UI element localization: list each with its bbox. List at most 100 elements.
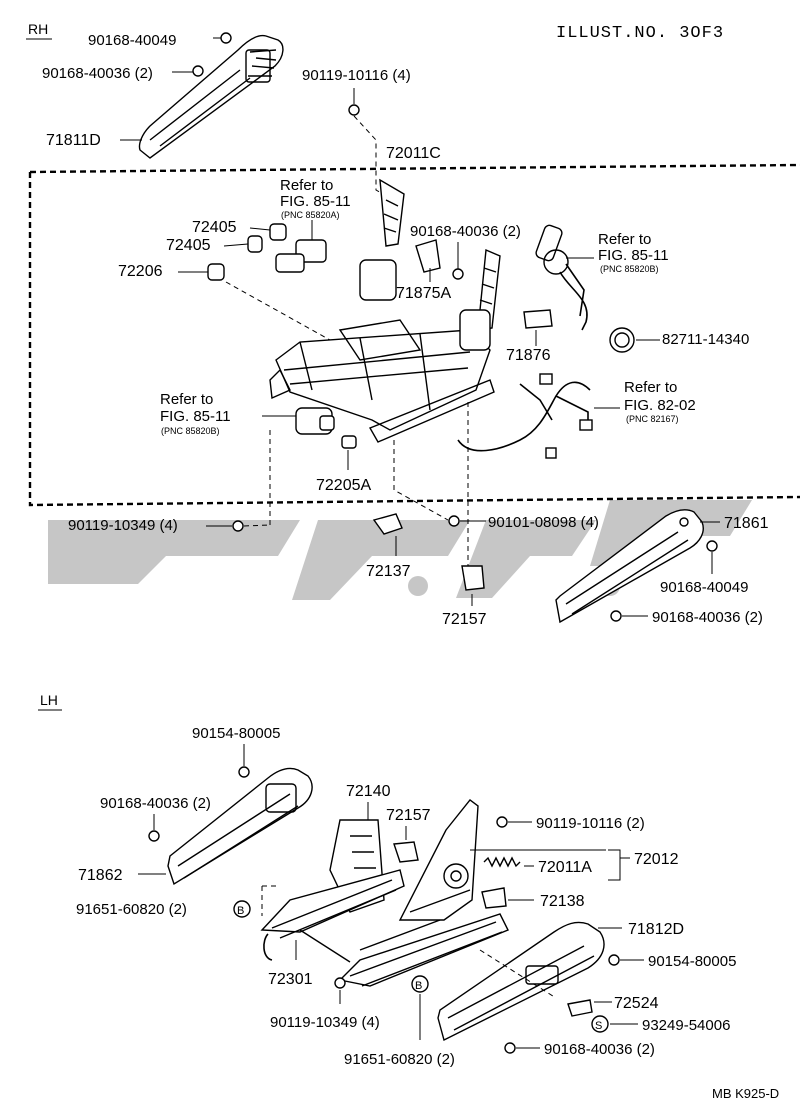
label-72012: 72012 xyxy=(634,851,679,868)
section-label-lh: LH xyxy=(40,692,58,708)
bolt-90154-80005-top xyxy=(238,766,250,778)
badge-b-a xyxy=(233,900,251,918)
label-72137: 72137 xyxy=(366,563,411,580)
bolt-90168-40036-r xyxy=(610,610,622,622)
connector-harness-a xyxy=(539,373,553,385)
bolt-90154-80005-r xyxy=(608,954,620,966)
connector-harness-c xyxy=(545,447,557,459)
label-72011c: 72011C xyxy=(386,145,441,162)
cover-72138 xyxy=(481,887,507,909)
refer-pnc-4: (PNC 85820B) xyxy=(161,426,220,436)
label-90168-40049-top: 90168-40049 xyxy=(88,32,176,49)
label-90154-80005-top: 90154-80005 xyxy=(192,725,280,742)
motor-85820a xyxy=(275,239,327,273)
refer-fig-2b: FIG. 85-11 xyxy=(598,247,669,264)
refer-pnc-3: (PNC 82167) xyxy=(626,414,679,424)
clamp-82711-14340 xyxy=(609,327,635,353)
label-72405-b: 72405 xyxy=(166,237,211,254)
refer-fig-4: FIG. 85-11 xyxy=(160,408,231,425)
seat-cover-71812d xyxy=(437,921,605,1042)
label-72301: 72301 xyxy=(268,971,313,988)
watermark-logo xyxy=(48,500,752,600)
label-72206: 72206 xyxy=(118,263,163,280)
label-90168-40049-r: 90168-40049 xyxy=(660,579,748,596)
cable-72301 xyxy=(263,933,273,961)
bolt-90119-10349-lh xyxy=(334,977,346,989)
dash-90119-10349 xyxy=(243,524,271,527)
motor-85820b-lower xyxy=(295,407,335,435)
bolt-90168-40036-lh-b xyxy=(504,1042,516,1054)
label-90168-40036-r: 90168-40036 (2) xyxy=(652,609,763,626)
cover-72157-rh xyxy=(461,565,485,591)
bolt-90119-10349 xyxy=(232,520,244,532)
label-72205a: 72205A xyxy=(316,477,371,494)
dash-90119-10116 xyxy=(353,115,403,206)
refer-pnc-2: (PNC 85820B) xyxy=(600,264,659,274)
label-71876: 71876 xyxy=(506,347,551,364)
badge-s xyxy=(591,1015,609,1033)
bolt-90119-10116 xyxy=(348,88,360,116)
label-82711-14340: 82711-14340 xyxy=(662,331,749,348)
label-72157-lh: 72157 xyxy=(386,807,431,824)
knob-72206 xyxy=(207,263,225,281)
dash-72206 xyxy=(225,281,331,341)
harness-lower xyxy=(457,381,591,452)
bolt-90168-40049-top xyxy=(213,32,232,44)
illust-number: ILLUST.NO. 3OF3 xyxy=(556,24,724,43)
bolt-90168-40036-top xyxy=(172,65,204,77)
bolt-90119-10116-lh xyxy=(496,816,508,828)
knob-72405-b xyxy=(247,235,263,253)
label-72405-a: 72405 xyxy=(192,219,237,236)
label-71811d: 71811D xyxy=(46,132,101,149)
label-93249-54006: 93249-54006 xyxy=(642,1017,730,1034)
bolt-90101-08098 xyxy=(448,515,460,527)
dash-center-bolt xyxy=(393,440,449,521)
part-72205a xyxy=(341,435,357,449)
label-90101-08098: 90101-08098 (4) xyxy=(488,514,599,531)
label-71861: 71861 xyxy=(724,515,769,532)
label-90168-40036-lh-top: 90168-40036 (2) xyxy=(100,795,211,812)
knob-72405-a xyxy=(269,223,287,241)
label-90119-10116-lh: 90119-10116 (2) xyxy=(536,815,645,832)
spring-72011a xyxy=(483,856,521,868)
label-71875a: 71875A xyxy=(396,285,451,302)
badge-b-b-text: B xyxy=(415,980,422,992)
label-90168-40036-lh-b: 90168-40036 (2) xyxy=(544,1041,655,1058)
label-90119-10116: 90119-10116 (4) xyxy=(302,67,411,84)
label-72011a: 72011A xyxy=(538,859,592,876)
dash-71812d xyxy=(479,949,557,999)
bracket-71876 xyxy=(523,309,553,329)
label-90154-80005-r: 90154-80005 xyxy=(648,953,736,970)
refer-fig-3: FIG. 82-02 xyxy=(624,397,696,414)
footer-code: MB K925-D xyxy=(712,1086,779,1101)
refer-to-4: Refer to xyxy=(160,391,213,408)
bracket-71875a xyxy=(415,239,441,273)
bolt-90168-40036-lh-top xyxy=(148,830,160,842)
seat-cover-71861 xyxy=(555,509,704,624)
dash-91651-a xyxy=(261,885,276,916)
label-91651-60820-a: 91651-60820 (2) xyxy=(76,901,187,918)
harness-upper xyxy=(559,263,588,331)
refer-to-3: Refer to xyxy=(624,379,677,396)
bolt-90168-40049-r xyxy=(706,540,718,552)
label-71862: 71862 xyxy=(78,867,123,884)
cover-72137 xyxy=(372,513,403,535)
badge-s-text: S xyxy=(595,1020,602,1032)
label-72140: 72140 xyxy=(346,783,391,800)
label-90168-40036-top: 90168-40036 (2) xyxy=(42,65,153,82)
label-91651-60820-b: 91651-60820 (2) xyxy=(344,1051,455,1068)
label-72524: 72524 xyxy=(614,995,659,1012)
badge-b-b xyxy=(411,975,429,993)
label-90119-10349-lh: 90119-10349 (4) xyxy=(270,1014,380,1031)
refer-to-1: Refer to xyxy=(280,177,333,194)
seat-cover-71811d xyxy=(138,34,284,159)
bolt-90168-40036-mid xyxy=(452,268,464,280)
seat-cover-71862 xyxy=(167,767,313,886)
label-90168-40036-mid: 90168-40036 (2) xyxy=(410,223,521,240)
bracket-72012 xyxy=(608,849,630,881)
part-72524 xyxy=(567,999,593,1017)
label-72138: 72138 xyxy=(540,893,585,910)
section-label-rh: RH xyxy=(28,21,48,37)
rod-72301 xyxy=(299,929,351,963)
